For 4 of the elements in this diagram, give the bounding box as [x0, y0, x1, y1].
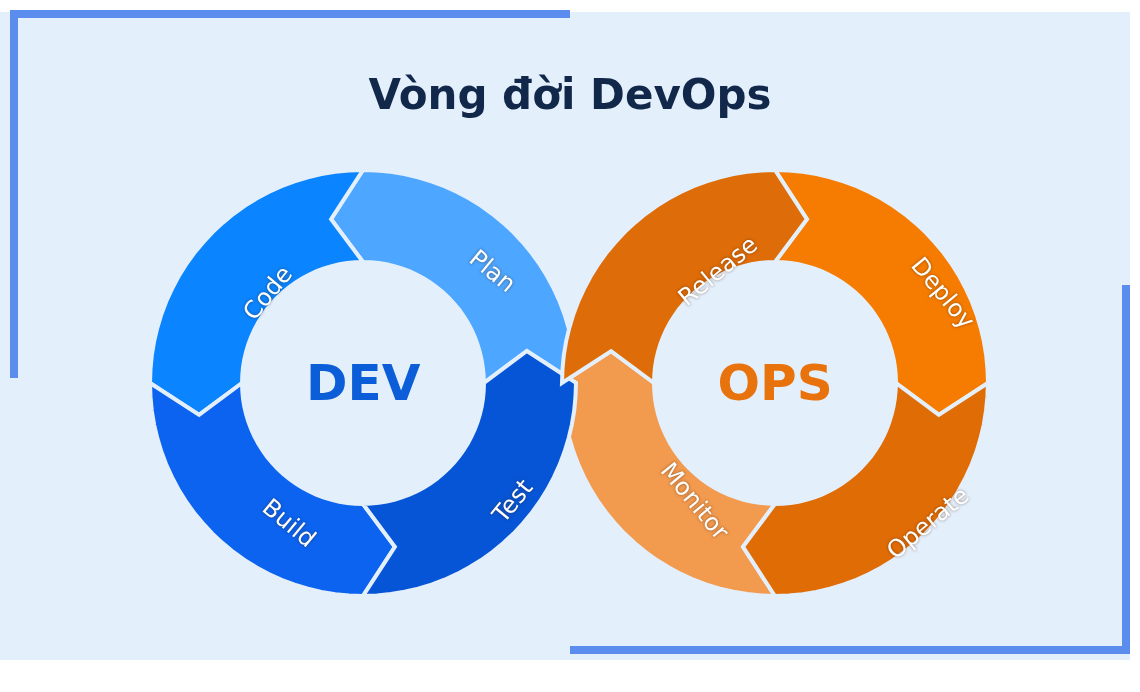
diagram-title: Vòng đời DevOps — [367, 70, 773, 119]
loop-center-label: OPS — [717, 354, 833, 412]
stage-label: Test — [486, 473, 539, 528]
loop-center-label: DEV — [306, 354, 421, 412]
